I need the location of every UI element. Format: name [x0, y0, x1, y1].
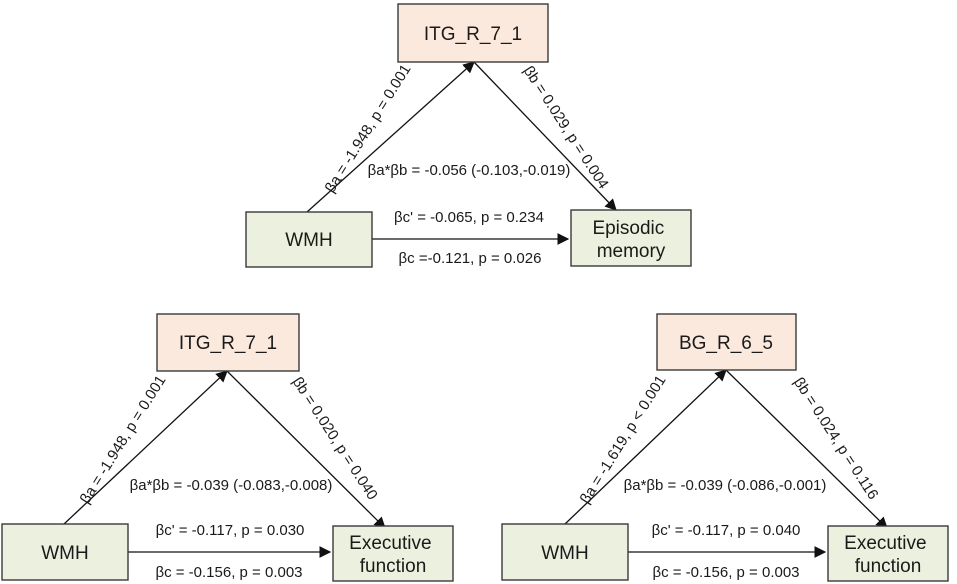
- total-effect-label: βc =-0.121, p = 0.026: [399, 250, 542, 267]
- mediator-node: BG_R_6_5: [656, 313, 797, 371]
- predictor-node: WMH: [245, 211, 373, 268]
- mediator-node: ITG_R_7_1: [397, 3, 549, 63]
- mediation-model-executive-function-itg: ITG_R_7_1 WMH Executive function βa = -1…: [1, 313, 454, 582]
- direct-effect-label: βc' = -0.117, p = 0.030: [156, 522, 305, 539]
- mediator-label: ITG_R_7_1: [179, 333, 277, 354]
- direct-effect-label: βc' = -0.065, p = 0.234: [394, 209, 544, 226]
- outcome-label-line-1: Executive: [349, 533, 431, 554]
- outcome-label-line-2: memory: [597, 241, 666, 262]
- path-a-arrow: [63, 370, 228, 525]
- outcome-label-line-2: function: [360, 556, 427, 577]
- outcome-label: Episodic memory: [592, 218, 669, 262]
- direct-effect-label: βc' = -0.117, p = 0.040: [652, 522, 801, 539]
- outcome-label-line-1: Executive: [844, 533, 926, 554]
- total-effect-label: βc = -0.156, p = 0.003: [652, 564, 799, 581]
- indirect-effect-label: βa*βb = -0.039 (-0.083,-0.008): [130, 477, 333, 494]
- path-b-arrow: [725, 369, 888, 529]
- outcome-label-line-2: function: [855, 556, 922, 577]
- indirect-effect-label: βa*βb = -0.056 (-0.103,-0.019): [368, 162, 571, 179]
- mediator-label: ITG_R_7_1: [424, 24, 522, 45]
- predictor-label: WMH: [285, 230, 332, 251]
- mediator-label: BG_R_6_5: [679, 333, 773, 354]
- path-a-arrow: [306, 61, 475, 213]
- mediation-model-episodic-memory: ITG_R_7_1 WMH Episodic memory βa = -1.94…: [245, 3, 692, 268]
- path-b-arrow: [473, 61, 617, 211]
- path-a-arrow: [564, 369, 727, 525]
- outcome-label: Executive function: [349, 533, 437, 577]
- predictor-node: WMH: [1, 523, 129, 581]
- mediation-model-executive-function-bg: BG_R_6_5 WMH Executive function βa = -1.…: [501, 313, 949, 582]
- path-b-arrow: [226, 370, 386, 529]
- predictor-label: WMH: [541, 543, 588, 564]
- outcome-node: Executive function: [827, 525, 949, 582]
- predictor-label: WMH: [41, 543, 88, 564]
- predictor-node: WMH: [501, 523, 629, 581]
- indirect-effect-label: βa*βb = -0.039 (-0.086,-0.001): [624, 477, 827, 494]
- mediator-node: ITG_R_7_1: [156, 313, 300, 372]
- total-effect-label: βc = -0.156, p = 0.003: [155, 564, 302, 581]
- outcome-node: Executive function: [332, 525, 454, 582]
- outcome-label-line-1: Episodic: [592, 218, 664, 239]
- outcome-node: Episodic memory: [570, 209, 692, 267]
- outcome-label: Executive function: [844, 533, 932, 577]
